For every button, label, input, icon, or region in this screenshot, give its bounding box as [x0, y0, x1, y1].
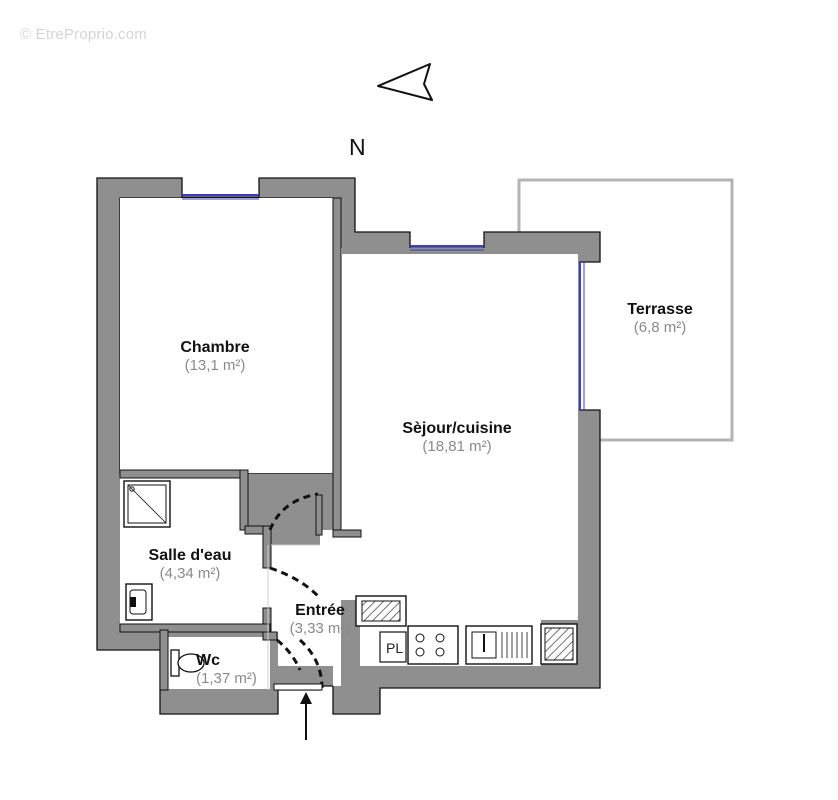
- entrance-arrow-head: [300, 692, 312, 704]
- shower-diagonal: [127, 484, 167, 524]
- room-name: Sèjour/cuisine: [402, 420, 512, 437]
- entrance-door-sill: [273, 683, 323, 691]
- shower-drain-icon: [129, 486, 135, 492]
- placard-label: PL: [386, 640, 404, 656]
- wall-bath-top: [119, 469, 246, 479]
- room-salle-eau: Salle d'eau (4,34 m²): [130, 546, 250, 583]
- wall-chambre-stub: [332, 529, 362, 538]
- living-floor: [320, 253, 578, 666]
- hatched-cabinet: [361, 600, 401, 622]
- wall-living-top: [341, 248, 584, 254]
- terrace-outline: [517, 178, 734, 442]
- wall-bath-right: [239, 469, 249, 531]
- burner-icon: [415, 647, 425, 657]
- watermark: © EtreProprio.com: [20, 26, 147, 43]
- wall-wc-top: [262, 631, 278, 641]
- door-swing-entrance: [298, 638, 324, 689]
- wall-wc-left: [159, 629, 169, 691]
- wall-door-jamb: [315, 494, 323, 536]
- door-swing-chambre: [268, 492, 319, 531]
- wall-bath-side: [262, 525, 272, 569]
- wall-chambre-right: [332, 197, 342, 531]
- room-sejour: Sèjour/cuisine (18,81 m²): [372, 419, 542, 456]
- room-name: Terrasse: [627, 301, 693, 318]
- sink-drainer: [501, 632, 528, 658]
- room-terrasse: Terrasse (6,8 m²): [600, 300, 720, 337]
- door-swing-wc: [276, 638, 302, 671]
- chambre-floor: [120, 198, 333, 473]
- room-area: (4,34 m²): [159, 565, 221, 583]
- burner-icon: [435, 633, 445, 643]
- room-area: (6,8 m²): [633, 319, 687, 337]
- room-name: Entrée: [295, 602, 345, 619]
- cooktop: [407, 625, 459, 665]
- shower-tray: [127, 484, 167, 524]
- burner-icon: [415, 633, 425, 643]
- room-chambre: Chambre (13,1 m²): [150, 338, 280, 375]
- room-name: Salle d'eau: [148, 547, 232, 564]
- room-area: (1,37 m²): [196, 670, 257, 688]
- wall-bath-bottom: [119, 623, 271, 633]
- fridge-hatch: [544, 627, 574, 661]
- room-name: Wc: [196, 652, 220, 669]
- north-arrow-icon: [377, 63, 433, 101]
- washbasin-tap-icon: [130, 597, 136, 607]
- room-area: (18,81 m²): [422, 438, 492, 456]
- compass-north-label: N: [349, 134, 366, 160]
- burner-icon: [435, 647, 445, 657]
- door-swing-bath: [269, 566, 320, 598]
- room-entree: Entrée (3,33 m²): [274, 601, 366, 638]
- room-area: (3,33 m²): [289, 620, 351, 638]
- room-area: (13,1 m²): [184, 357, 246, 375]
- sink-basin: [471, 631, 497, 659]
- room-name: Chambre: [180, 339, 250, 356]
- toilet-bowl-icon: [177, 653, 205, 673]
- placard: [379, 631, 407, 663]
- room-wc: Wc (1,37 m²): [196, 651, 276, 688]
